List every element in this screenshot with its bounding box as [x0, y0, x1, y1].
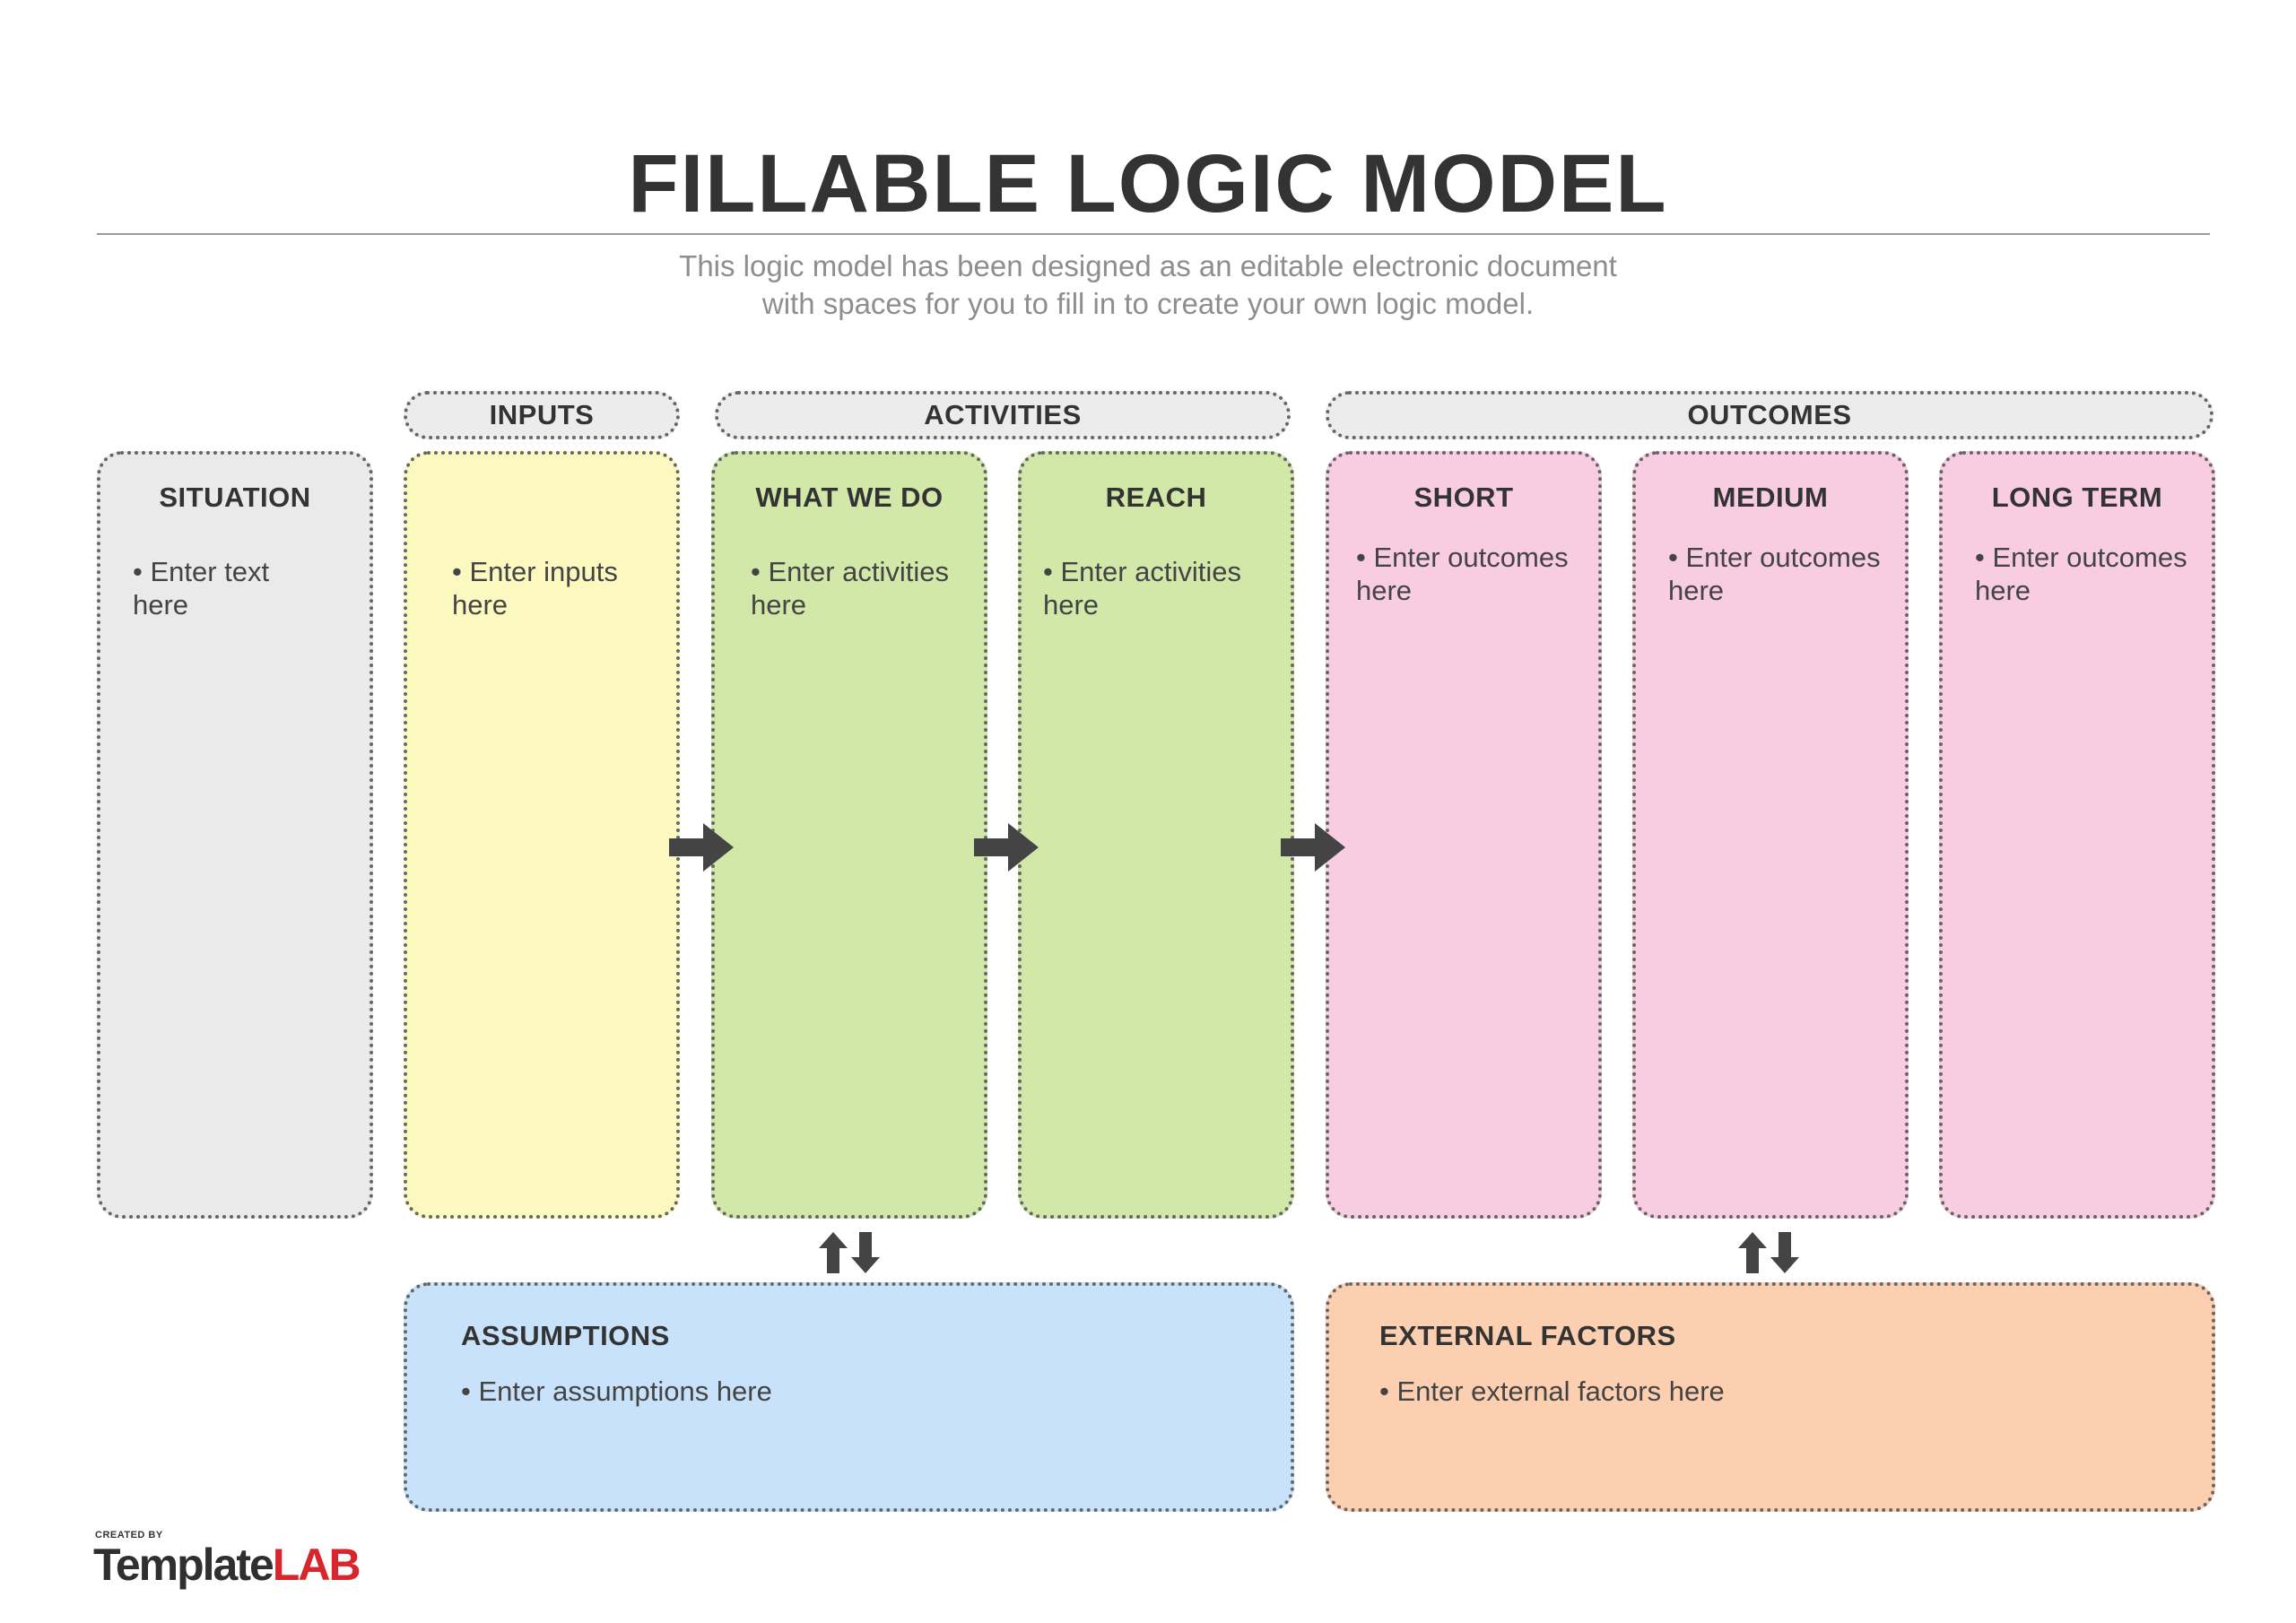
what-we-do-column[interactable]: WHAT WE DO • Enter activities here [711, 451, 987, 1219]
logo-name-part-2: LAB [272, 1540, 361, 1590]
long-term-outcomes-column[interactable]: LONG TERM • Enter outcomes here [1939, 451, 2215, 1219]
medium-heading: MEDIUM [1712, 482, 1829, 513]
short-outcomes-text-field[interactable]: • Enter outcomes here [1356, 542, 1569, 606]
group-header-inputs: INPUTS [404, 391, 680, 439]
short-outcomes-column[interactable]: SHORT • Enter outcomes here [1326, 451, 1602, 1219]
page-title: FILLABLE LOGIC MODEL [628, 138, 1668, 230]
what-we-do-text-field[interactable]: • Enter activities here [751, 556, 950, 621]
group-header-activities: ACTIVITIES [715, 391, 1291, 439]
long-term-outcomes-text-field[interactable]: • Enter outcomes here [1975, 542, 2187, 606]
templatelab-logo: TemplateLAB [93, 1539, 361, 1591]
reach-column[interactable]: REACH • Enter activities here [1018, 451, 1294, 1219]
arrow-right-icon [1281, 823, 1345, 872]
arrow-right-icon [974, 823, 1039, 872]
arrow-up-down-icon [1738, 1232, 1799, 1273]
external-factors-heading: EXTERNAL FACTORS [1379, 1320, 1676, 1351]
situation-column[interactable]: SITUATION • Enter text here [97, 451, 373, 1219]
situation-heading: SITUATION [159, 482, 311, 513]
medium-outcomes-text-field[interactable]: • Enter outcomes here [1668, 542, 1881, 606]
group-header-outcomes: OUTCOMES [1326, 391, 2213, 439]
arrow-right-icon [669, 823, 734, 872]
subtitle-line-1: This logic model has been designed as an… [679, 249, 1617, 282]
arrow-up-down-icon [819, 1232, 880, 1273]
logo-created-by: CREATED BY [95, 1530, 163, 1541]
page-subtitle: This logic model has been designed as an… [0, 247, 2296, 323]
inputs-column[interactable]: • Enter inputs here [404, 451, 680, 1219]
what-we-do-heading: WHAT WE DO [755, 482, 944, 513]
reach-heading: REACH [1105, 482, 1207, 513]
medium-outcomes-column[interactable]: MEDIUM • Enter outcomes here [1632, 451, 1909, 1219]
long-term-heading: LONG TERM [1991, 482, 2163, 513]
assumptions-heading: ASSUMPTIONS [461, 1320, 670, 1351]
assumptions-box[interactable]: ASSUMPTIONS • Enter assumptions here [404, 1282, 1294, 1512]
title-divider [97, 233, 2210, 235]
short-heading: SHORT [1413, 482, 1514, 513]
subtitle-line-2: with spaces for you to fill in to create… [761, 287, 1535, 320]
external-factors-text-field[interactable]: • Enter external factors here [1379, 1376, 1725, 1407]
logo-name-part-1: Template [93, 1540, 274, 1590]
inputs-text-field[interactable]: • Enter inputs here [452, 556, 618, 621]
reach-text-field[interactable]: • Enter activities here [1043, 556, 1242, 621]
situation-text-field[interactable]: • Enter text here [133, 556, 270, 621]
external-factors-box[interactable]: EXTERNAL FACTORS • Enter external factor… [1326, 1282, 2215, 1512]
assumptions-text-field[interactable]: • Enter assumptions here [461, 1376, 772, 1407]
